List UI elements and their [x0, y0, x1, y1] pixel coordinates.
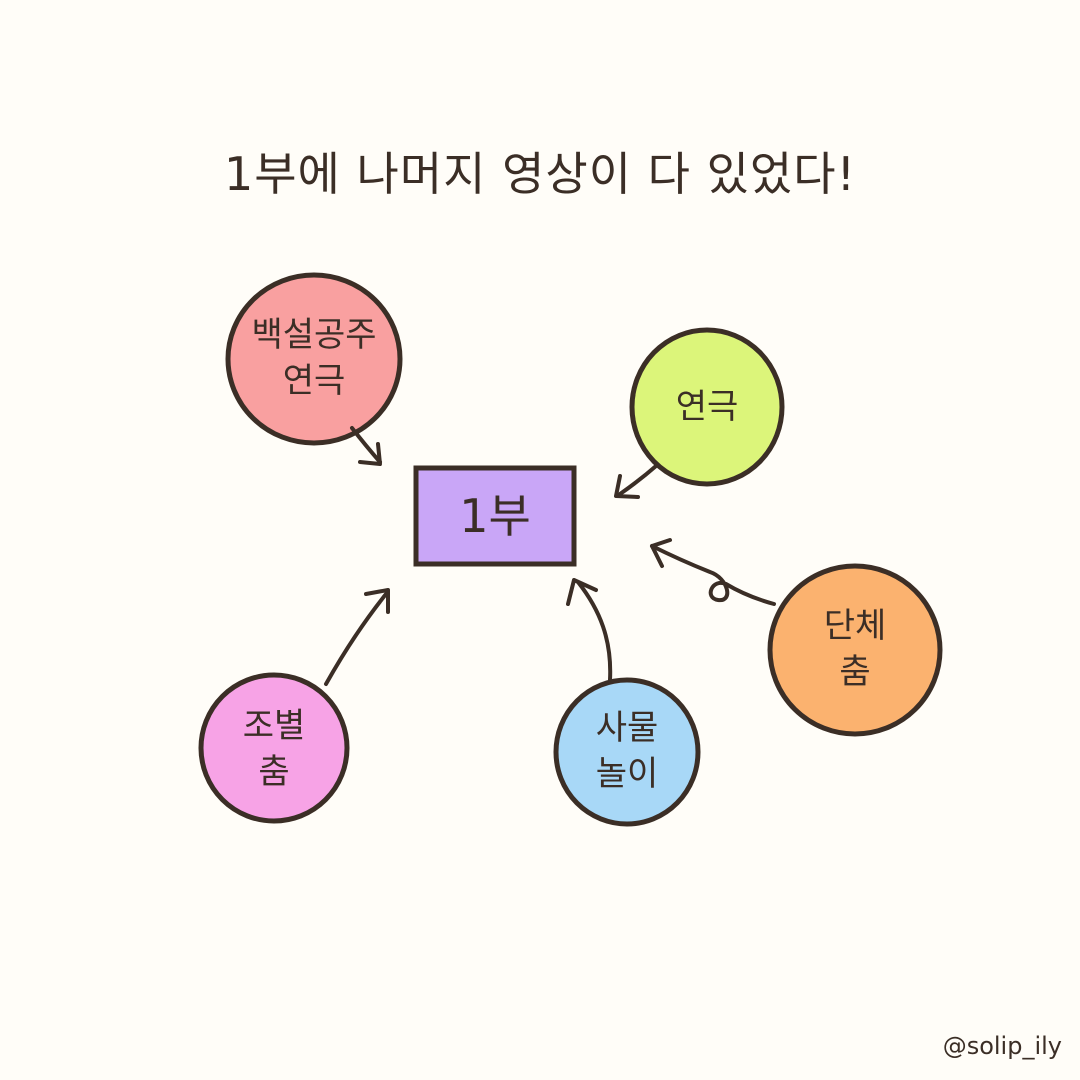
node-line: 연극: [675, 387, 739, 428]
arrowhead-group-dance: [650, 538, 672, 568]
arrow-play: [618, 464, 658, 496]
watermark: @solip_ily: [942, 1032, 1062, 1060]
node-line: 연극: [282, 361, 346, 401]
node-circle-object-play: [553, 677, 701, 827]
node-circle-group-dance: [767, 563, 943, 737]
arrowhead-snow-white-play: [358, 442, 382, 466]
arrow-group-dance: [650, 544, 776, 606]
arrow-group-wise-dance: [324, 592, 388, 686]
arrow-snow-white-play: [350, 426, 382, 464]
node-label-group-wise-dance: 조별 춤: [201, 688, 347, 812]
node-circle-snow-white-play: [225, 272, 403, 446]
node-line: 조별: [242, 706, 306, 747]
node-label-group-dance: 단체 춤: [770, 588, 940, 712]
node-label-snow-white-play: 백설공주 연극: [228, 300, 400, 418]
arrowhead-object-play: [566, 578, 598, 606]
arrow-object-play: [576, 580, 613, 682]
node-line: 놀이: [595, 754, 659, 794]
node-label-object-play: 사물 놀이: [556, 690, 698, 814]
arrowhead-group-wise-dance: [364, 588, 390, 614]
page-title: 1부에 나머지 영상이 다 있었다!: [223, 147, 857, 201]
node-line: 단체: [823, 606, 887, 647]
node-line: 사물: [595, 708, 659, 749]
node-circle-group-wise-dance: [198, 672, 350, 824]
center-box: [413, 465, 577, 567]
node-line: 백설공주: [251, 315, 377, 356]
arrowhead-play: [614, 474, 640, 499]
center-label: 1부: [416, 468, 574, 564]
node-line: 춤: [258, 752, 290, 792]
center-label-text: 1부: [459, 488, 531, 543]
node-circle-play: [629, 327, 785, 487]
node-label-play: 연극: [632, 370, 782, 446]
node-line: 춤: [839, 652, 871, 692]
